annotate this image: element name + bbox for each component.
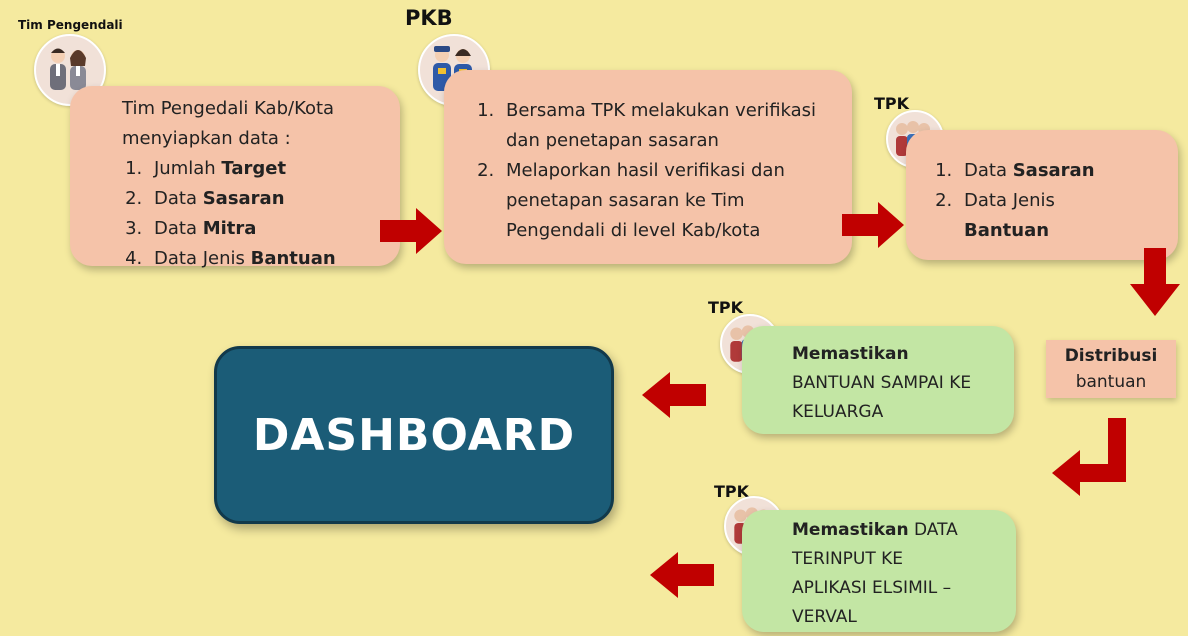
dashboard-label: DASHBOARD	[252, 409, 576, 461]
step1-intro-line1: Tim Pengedali Kab/Kota	[122, 98, 335, 119]
tpk-label-step4: TPK	[708, 298, 744, 317]
step5-line1: Memastikan DATA	[792, 520, 958, 540]
step5-line3: APLIKASI ELSIMIL –	[792, 578, 952, 598]
list-item: Data Jenis Bantuan	[148, 244, 390, 274]
step5-box: Memastikan DATA TERINPUT KE APLIKASI ELS…	[742, 510, 1016, 632]
step4-bold: Memastikan	[792, 344, 909, 364]
bent-arrow-icon	[1052, 418, 1126, 496]
step2-list: Bersama TPK melakukan verifikasi dan pen…	[470, 96, 836, 246]
arrow-left-icon	[650, 552, 714, 598]
step2-box: Bersama TPK melakukan verifikasi dan pen…	[444, 70, 852, 264]
tim-pengendali-people-icon	[34, 34, 106, 106]
list-item: Data Sasaran	[958, 156, 1168, 186]
list-item: Data Sasaran	[148, 184, 390, 214]
distribusi-box: Distribusi bantuan	[1046, 340, 1176, 398]
tpk-label-step5: TPK	[714, 482, 750, 501]
arrow-left-icon	[642, 372, 706, 418]
step4-line3: KELUARGA	[792, 402, 884, 422]
step4-box: Memastikan BANTUAN SAMPAI KE KELUARGA	[742, 326, 1014, 434]
arrow-right-icon	[380, 208, 442, 254]
arrow-right-icon	[842, 202, 904, 248]
step1-list: Jumlah Target Data Sasaran Data Mitra Da…	[122, 154, 390, 274]
step1-intro-line2: menyiapkan data :	[122, 128, 291, 149]
distribusi-title: Distribusi	[1064, 346, 1158, 366]
step5-line2: TERINPUT KE	[792, 549, 904, 569]
arrow-down-icon	[1130, 248, 1180, 316]
step4-line2: BANTUAN SAMPAI KE	[792, 373, 972, 393]
list-item: Jumlah Target	[148, 154, 390, 184]
list-item: Bersama TPK melakukan verifikasi dan pen…	[500, 96, 836, 156]
step5-line4: VERVAL	[792, 607, 857, 627]
tpk-label: TPK	[874, 94, 910, 113]
distribusi-subtitle: bantuan	[1075, 372, 1147, 392]
dashboard-box: DASHBOARD	[214, 346, 614, 524]
tim-pengendali-label: Tim Pengendali	[18, 18, 123, 32]
pkb-label: PKB	[405, 6, 453, 30]
list-item: Data Mitra	[148, 214, 390, 244]
list-item: Melaporkan hasil verifikasi dan penetapa…	[500, 156, 836, 246]
step1-box: Tim Pengedali Kab/Kota menyiapkan data :…	[70, 86, 400, 269]
